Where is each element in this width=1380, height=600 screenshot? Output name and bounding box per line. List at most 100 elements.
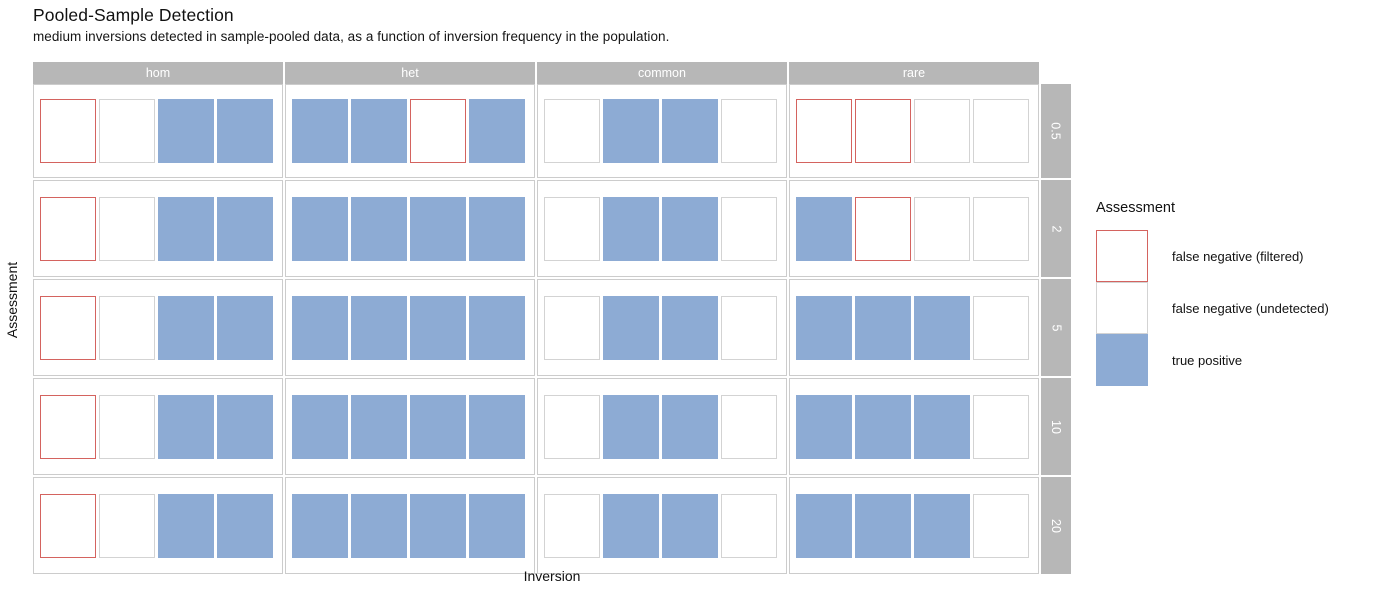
legend-item-fn-undetected[interactable]: false negative (undetected) xyxy=(1096,282,1376,334)
cell-common-5-4[interactable] xyxy=(721,295,777,360)
cell-rare-2-1[interactable] xyxy=(796,196,852,261)
cell-common-2-2[interactable] xyxy=(603,196,659,261)
legend-item-fn-filtered[interactable]: false negative (filtered) xyxy=(1096,230,1376,282)
cell-rare-2-3[interactable] xyxy=(914,196,970,261)
cell-het-2-2[interactable] xyxy=(351,196,407,261)
cell-common-0.5-1[interactable] xyxy=(544,99,600,163)
cell-common-20-1[interactable] xyxy=(544,493,600,558)
cell-common-0.5-3[interactable] xyxy=(662,99,718,163)
cell-hom-10-4[interactable] xyxy=(217,394,273,459)
cell-rare-20-2[interactable] xyxy=(855,493,911,558)
cell-hom-5-4[interactable] xyxy=(217,295,273,360)
cell-common-20-4[interactable] xyxy=(721,493,777,558)
cell-rare-5-1[interactable] xyxy=(796,295,852,360)
cell-common-10-1[interactable] xyxy=(544,394,600,459)
cell-rare-20-3[interactable] xyxy=(914,493,970,558)
cell-hom-5-2[interactable] xyxy=(99,295,155,360)
cell-common-2-1[interactable] xyxy=(544,196,600,261)
cell-common-0.5-4[interactable] xyxy=(721,99,777,163)
legend-title: Assessment xyxy=(1096,200,1175,216)
cell-hom-0.5-3[interactable] xyxy=(158,99,214,163)
cell-hom-0.5-1[interactable] xyxy=(40,99,96,163)
cell-common-10-4[interactable] xyxy=(721,394,777,459)
cell-het-20-4[interactable] xyxy=(469,493,525,558)
cell-rare-0.5-3[interactable] xyxy=(914,99,970,163)
cell-common-5-1[interactable] xyxy=(544,295,600,360)
cell-het-2-1[interactable] xyxy=(292,196,348,261)
cell-hom-20-4[interactable] xyxy=(217,493,273,558)
cell-hom-0.5-4[interactable] xyxy=(217,99,273,163)
cell-rare-0.5-2[interactable] xyxy=(855,99,911,163)
cell-common-2-3[interactable] xyxy=(662,196,718,261)
cell-hom-2-1[interactable] xyxy=(40,196,96,261)
cell-hom-5-3[interactable] xyxy=(158,295,214,360)
page-title: Pooled-Sample Detection xyxy=(33,5,234,25)
cell-common-2-4[interactable] xyxy=(721,196,777,261)
cell-common-5-2[interactable] xyxy=(603,295,659,360)
cell-het-10-4[interactable] xyxy=(469,394,525,459)
cell-het-5-1[interactable] xyxy=(292,295,348,360)
cell-het-20-1[interactable] xyxy=(292,493,348,558)
cell-het-20-2[interactable] xyxy=(351,493,407,558)
cell-group xyxy=(40,295,273,360)
cell-het-2-3[interactable] xyxy=(410,196,466,261)
cell-rare-20-4[interactable] xyxy=(973,493,1029,558)
cell-rare-10-4[interactable] xyxy=(973,394,1029,459)
cell-hom-2-2[interactable] xyxy=(99,196,155,261)
cell-hom-20-3[interactable] xyxy=(158,493,214,558)
cell-hom-10-3[interactable] xyxy=(158,394,214,459)
cell-rare-2-2[interactable] xyxy=(855,196,911,261)
legend-items: false negative (filtered)false negative … xyxy=(1096,230,1376,386)
panel-body xyxy=(789,279,1039,376)
cell-rare-5-4[interactable] xyxy=(973,295,1029,360)
row-strip-label-0.5: 0.5 xyxy=(1041,84,1071,178)
panel-body xyxy=(537,84,787,178)
cell-het-10-3[interactable] xyxy=(410,394,466,459)
cell-common-10-2[interactable] xyxy=(603,394,659,459)
cell-rare-0.5-1[interactable] xyxy=(796,99,852,163)
cell-het-10-1[interactable] xyxy=(292,394,348,459)
cell-het-5-2[interactable] xyxy=(351,295,407,360)
cell-het-5-3[interactable] xyxy=(410,295,466,360)
cell-rare-20-1[interactable] xyxy=(796,493,852,558)
cell-hom-5-1[interactable] xyxy=(40,295,96,360)
cell-hom-10-2[interactable] xyxy=(99,394,155,459)
row-strip-text: 5 xyxy=(1048,324,1063,331)
cell-rare-5-2[interactable] xyxy=(855,295,911,360)
cell-common-20-3[interactable] xyxy=(662,493,718,558)
facet-panel-common xyxy=(537,378,787,475)
cell-rare-0.5-4[interactable] xyxy=(973,99,1029,163)
cell-het-5-4[interactable] xyxy=(469,295,525,360)
cell-common-20-2[interactable] xyxy=(603,493,659,558)
cell-common-10-3[interactable] xyxy=(662,394,718,459)
cell-common-0.5-2[interactable] xyxy=(603,99,659,163)
cell-het-0.5-1[interactable] xyxy=(292,99,348,163)
cell-het-2-4[interactable] xyxy=(469,196,525,261)
page-subtitle: medium inversions detected in sample-poo… xyxy=(33,29,670,44)
cell-rare-5-3[interactable] xyxy=(914,295,970,360)
legend-item-tp[interactable]: true positive xyxy=(1096,334,1376,386)
cell-rare-2-4[interactable] xyxy=(973,196,1029,261)
cell-hom-20-2[interactable] xyxy=(99,493,155,558)
cell-rare-10-3[interactable] xyxy=(914,394,970,459)
cell-rare-10-2[interactable] xyxy=(855,394,911,459)
cell-hom-2-3[interactable] xyxy=(158,196,214,261)
cell-common-5-3[interactable] xyxy=(662,295,718,360)
cell-group xyxy=(40,394,273,459)
cell-hom-20-1[interactable] xyxy=(40,493,96,558)
cell-het-0.5-3[interactable] xyxy=(410,99,466,163)
cell-hom-0.5-2[interactable] xyxy=(99,99,155,163)
cell-rare-10-1[interactable] xyxy=(796,394,852,459)
legend: Assessment false negative (filtered)fals… xyxy=(1096,200,1376,386)
facet-panel-hom xyxy=(33,477,283,574)
cell-het-0.5-4[interactable] xyxy=(469,99,525,163)
cell-het-20-3[interactable] xyxy=(410,493,466,558)
facet-panel-rare xyxy=(789,477,1039,574)
cell-hom-2-4[interactable] xyxy=(217,196,273,261)
cell-hom-10-1[interactable] xyxy=(40,394,96,459)
cell-het-0.5-2[interactable] xyxy=(351,99,407,163)
row-strip-column: 2 xyxy=(1041,180,1071,277)
cell-het-10-2[interactable] xyxy=(351,394,407,459)
